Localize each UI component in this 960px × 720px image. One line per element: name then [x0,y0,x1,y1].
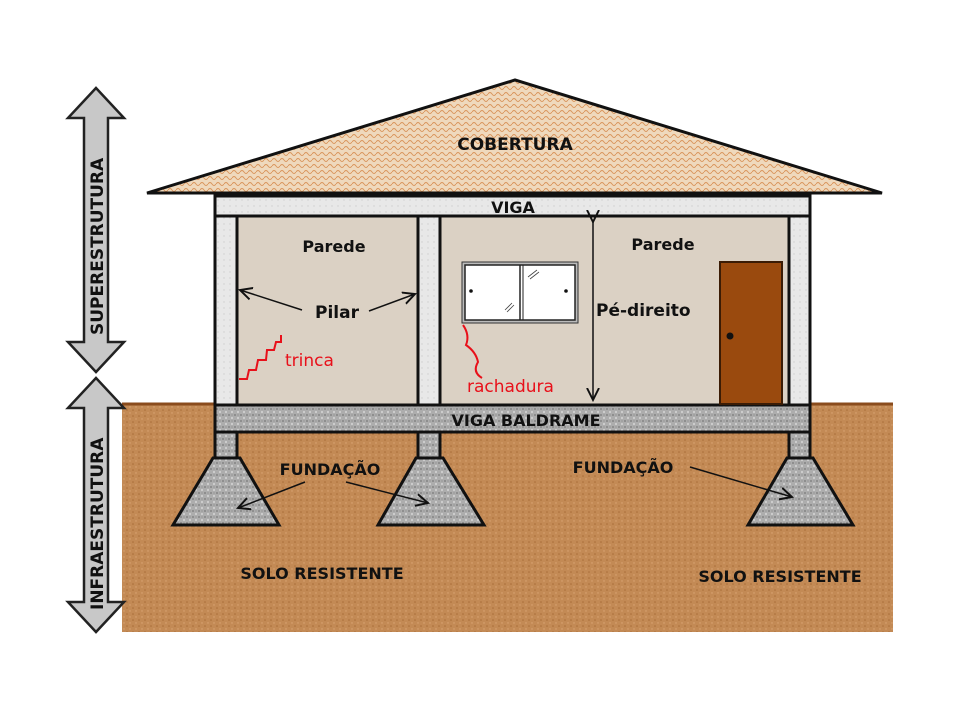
door-knob [726,332,734,340]
ceiling-height-label: Pé-direito [596,301,691,321]
wall-right-label: Parede [631,235,694,254]
foundation-arrow-1 [238,481,306,508]
footing-left [170,430,282,527]
window [461,261,579,324]
footing-middle [375,430,487,527]
soil-right-label: SOLO RESISTENTE [698,567,861,586]
soil-left-label: SOLO RESISTENTE [240,564,403,583]
superstructure-label: SUPERESTRUTURA [88,157,108,335]
infrastructure-label: INFRAESTRUTURA [88,437,108,610]
pillar-right [787,214,812,407]
large-crack-label: rachadura [467,377,554,397]
pillar-label: Pilar [315,303,360,323]
foundation-left-label: FUNDAÇÃO [280,460,381,479]
pillar-middle [416,214,442,407]
wall-left-label: Parede [302,237,365,256]
superstructure-arrow: SUPERESTRUTURA [65,86,127,374]
roof-label: COBERTURA [457,135,573,155]
crack-small [239,335,282,380]
small-crack-label: trinca [285,351,334,371]
footing-right [745,430,856,527]
infrastructure-arrow: INFRAESTRUTURA [65,376,127,634]
door [719,261,783,405]
pillar-arrow-right [368,294,415,312]
crack-large [462,324,483,379]
foundation-arrow-3 [689,466,792,497]
pillar-arrow-left [240,290,303,311]
roof [146,78,883,195]
ground-beam-label: VIGA BALDRAME [451,411,600,430]
ground-beam [213,403,812,434]
foundation-right-label: FUNDAÇÃO [573,458,674,477]
beam-label: VIGA [491,198,535,217]
foundation-arrow-2 [345,481,428,503]
pillar-left [213,214,239,407]
